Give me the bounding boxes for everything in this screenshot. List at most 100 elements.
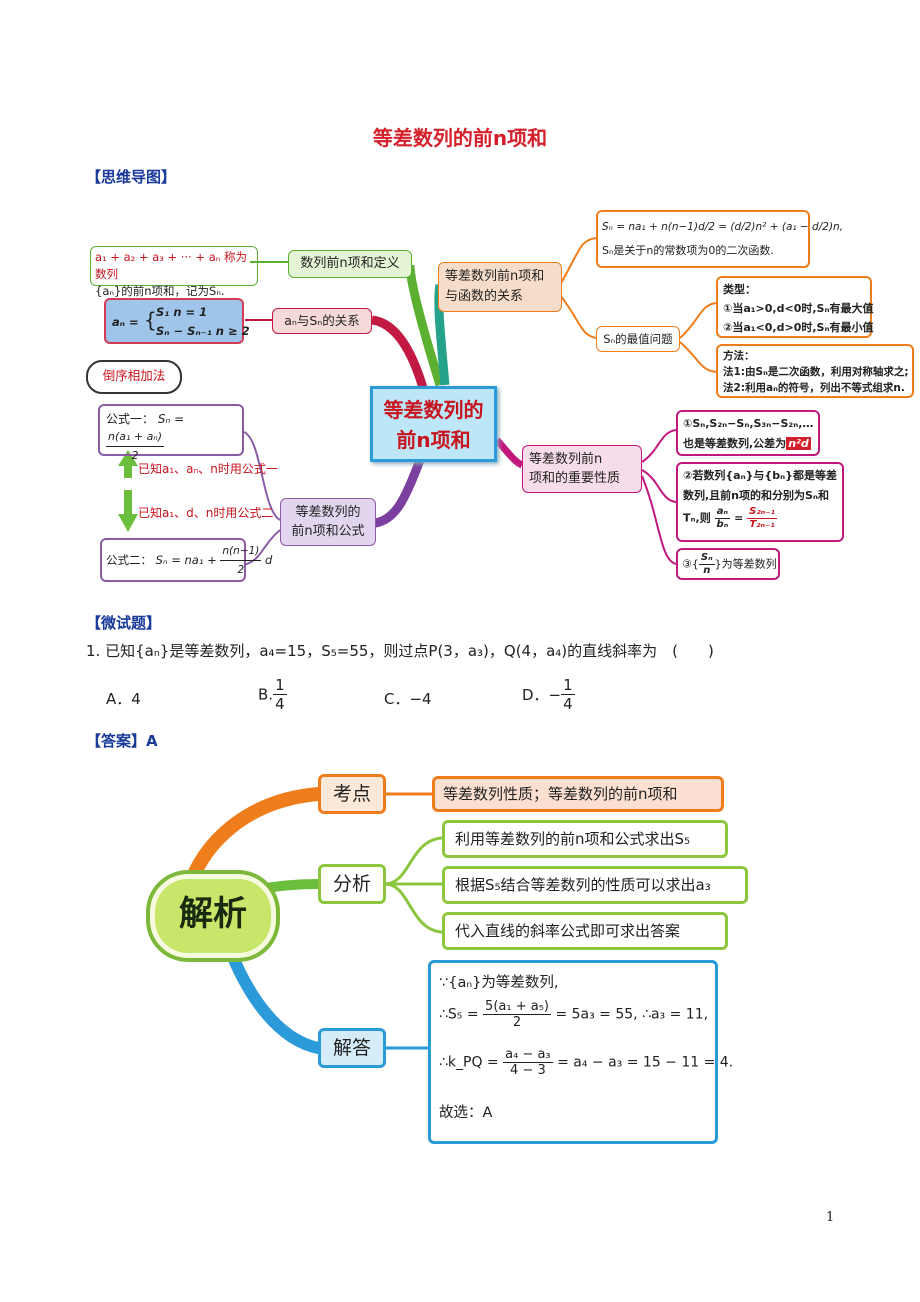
solution-line-4: 故选：A bbox=[439, 1105, 493, 1121]
formula1-fraction: n(a₁ + aₙ) 2 bbox=[106, 428, 165, 465]
props-branch-line1: 等差数列前n bbox=[529, 452, 603, 467]
type-box: 类型： ①当a₁>0,d<0时,Sₙ有最大值 ②当a₁<0,d>0时,Sₙ有最小… bbox=[716, 276, 874, 338]
solution-line-3-den: 4 − 3 bbox=[510, 1063, 546, 1078]
option-d-label: D．− bbox=[522, 686, 562, 704]
extreme-branch-node: Sₙ的最值问题 bbox=[596, 326, 680, 352]
center-line1: 等差数列的 bbox=[383, 398, 484, 422]
func-text1: Sₙ = na₁ + n(n−1)d/2 = (d/2)n² + (a₁ − d… bbox=[602, 221, 844, 233]
method-box: 方法： 法1:由Sₙ是二次函数，利用对称轴求之; 法2:利用aₙ的符号，列出不等… bbox=[716, 344, 914, 398]
prop2-line3: Tₙ,则 bbox=[683, 511, 711, 525]
solution-line-3-pre: ∴k_PQ = bbox=[439, 1054, 499, 1071]
method-title: 方法： bbox=[723, 350, 755, 362]
props-branch-node: 等差数列前n 项和的重要性质 bbox=[522, 445, 642, 493]
func-text2: Sₙ是关于n的常数项为0的二次函数. bbox=[602, 244, 774, 257]
type-title: 类型： bbox=[723, 283, 756, 296]
prop2-lhs-num: aₙ bbox=[714, 506, 731, 519]
formula1-den: 2 bbox=[131, 449, 139, 462]
prop3-pre: ③{ bbox=[682, 557, 699, 571]
solution-line-3-post: = a₄ − a₃ = 15 − 11 = 4. bbox=[557, 1054, 734, 1071]
formula2-tail: d bbox=[265, 553, 273, 567]
formula-branch-node: 等差数列的 前n项和公式 bbox=[280, 498, 376, 546]
relation-formula-top: S₁ n = 1 bbox=[156, 305, 208, 319]
option-d-den: 4 bbox=[563, 695, 573, 713]
section-question-heading: 【微试题】 bbox=[86, 614, 162, 632]
method-item-1: 法1:由Sₙ是二次函数，利用对称轴求之; bbox=[723, 366, 909, 378]
type-item-1: ①当a₁>0,d<0时,Sₙ有最大值 bbox=[723, 302, 874, 315]
func-branch-node: 等差数列前n项和 与函数的关系 bbox=[438, 262, 562, 312]
definition-box: a₁ + a₂ + a₃ + ··· + aₙ 称为数列 {aₙ}的前n项和，记… bbox=[90, 246, 258, 298]
up-arrow-icon bbox=[118, 450, 138, 478]
hint-formula1: 已知a₁、aₙ、n时用公式一 bbox=[138, 462, 278, 476]
page-title: 等差数列的前n项和 bbox=[372, 126, 548, 150]
prop1-highlight: n²d bbox=[786, 437, 811, 450]
kaodian-text: 等差数列性质；等差数列的前n项和 bbox=[432, 776, 724, 812]
connector-relation bbox=[371, 315, 430, 397]
prop2-box: ②若数列{aₙ}与{bₙ}都是等差 数列,且前n项的和分别为Sₙ和 Tₙ,则 a… bbox=[676, 462, 844, 542]
fenxi-item-1: 利用等差数列的前n项和公式求出S₅ bbox=[442, 820, 728, 858]
center-line2: 前n项和 bbox=[396, 428, 471, 452]
solution-line-2-num: 5(a₁ + a₅) bbox=[483, 999, 551, 1015]
func-formula-box: Sₙ = na₁ + n(n−1)d/2 = (d/2)n² + (a₁ − d… bbox=[596, 210, 844, 268]
formula1-label: 公式一： bbox=[106, 412, 155, 426]
section-mindmap-heading: 【思维导图】 bbox=[86, 168, 177, 186]
option-d-num: 1 bbox=[561, 676, 575, 695]
definition-text-2: {aₙ}的前n项和，记为Sₙ. bbox=[95, 284, 225, 298]
fenxi-item-2: 根据S₅结合等差数列的性质可以求出a₃ bbox=[442, 866, 748, 904]
brace-icon: { bbox=[144, 308, 157, 332]
prop2-lhs-fraction: aₙ bₙ bbox=[714, 506, 731, 531]
type-item-2: ②当a₁<0,d>0时,Sₙ有最小值 bbox=[723, 321, 874, 334]
prop2-line2: 数列,且前n项的和分别为Sₙ和 bbox=[683, 489, 829, 502]
relation-formula-box: aₙ = { S₁ n = 1 Sₙ − Sₙ₋₁ n ≥ 2 bbox=[104, 298, 250, 344]
solution-line-2-fraction: 5(a₁ + a₅)2 bbox=[483, 999, 551, 1030]
solution-line-2: ∴S₅ = 5(a₁ + a₅)2 = 5a₃ = 55, ∴a₃ = 11, bbox=[439, 999, 709, 1047]
prop1-line1: ①Sₙ,S₂ₙ−Sₙ,S₃ₙ−S₂ₙ,… bbox=[683, 417, 814, 430]
formula1-lhs: Sₙ = bbox=[157, 412, 185, 426]
func-branch-line2: 与函数的关系 bbox=[445, 289, 524, 304]
def-branch-node: 数列前n项和定义 bbox=[288, 250, 412, 278]
formula2-box: 公式二： Sₙ = na₁ + n(n−1) 2 d bbox=[100, 538, 272, 582]
solution-line-2-post: = 5a₃ = 55, ∴a₃ = 11, bbox=[555, 1006, 709, 1023]
props-branch-line2: 项和的重要性质 bbox=[529, 471, 621, 486]
method-item-2: 法2:利用aₙ的符号，列出不等式组求n. bbox=[723, 382, 905, 394]
connector-formula bbox=[373, 458, 425, 528]
formula2-num: n(n−1) bbox=[220, 542, 262, 561]
prop2-rhs-fraction: S₂ₙ₋₁ T₂ₙ₋₁ bbox=[747, 506, 777, 531]
formula2-label: 公式二： bbox=[106, 553, 152, 567]
mindmap-center-node: 等差数列的 前n项和 bbox=[370, 386, 497, 462]
formula-branch-line1: 等差数列的 bbox=[295, 505, 361, 520]
hint-formula2: 已知a₁、d、n时用公式二 bbox=[138, 506, 274, 520]
solution-line-3-num: a₄ − a₃ bbox=[503, 1047, 553, 1063]
func-branch-line1: 等差数列前n项和 bbox=[445, 269, 545, 284]
solution-line-2-den: 2 bbox=[512, 1015, 522, 1030]
formula2-fraction: n(n−1) 2 bbox=[220, 542, 262, 579]
fenxi-item-3: 代入直线的斜率公式即可求出答案 bbox=[442, 912, 728, 950]
solution-box: ∵{aₙ}为等差数列, ∴S₅ = 5(a₁ + a₅)2 = 5a₃ = 55… bbox=[428, 960, 733, 1144]
prop1-line2: 也是等差数列,公差为 bbox=[683, 437, 787, 450]
option-a: A．4 bbox=[106, 690, 141, 708]
solution-line-1: ∵{aₙ}为等差数列, bbox=[439, 975, 559, 991]
relation-formula-bottom: Sₙ − Sₙ₋₁ n ≥ 2 bbox=[156, 324, 250, 338]
jieda-node: 解答 bbox=[318, 1028, 386, 1068]
option-b-num: 1 bbox=[273, 676, 287, 695]
option-b-label: B. bbox=[258, 685, 274, 704]
option-c: C．−4 bbox=[384, 690, 432, 708]
formula2-lhs: Sₙ = na₁ + bbox=[155, 553, 217, 567]
question-text: 已知{aₙ}是等差数列，a₄=15，S₅=55，则过点P(3，a₃)，Q(4，a… bbox=[105, 642, 714, 660]
definition-text-1: a₁ + a₂ + a₃ + ··· + aₙ 称为数列 bbox=[95, 250, 248, 281]
page-number: 1 bbox=[826, 1210, 835, 1225]
formula2-den: 2 bbox=[237, 564, 245, 576]
section-answer-heading: 【答案】A bbox=[86, 732, 158, 750]
solution-line-2-pre: ∴S₅ = bbox=[439, 1006, 479, 1023]
cloud-callout: 倒序相加法 bbox=[86, 360, 182, 394]
prop3-den: n bbox=[703, 565, 711, 576]
prop2-lhs-den: bₙ bbox=[716, 519, 729, 530]
formula1-box: 公式一： Sₙ = n(a₁ + aₙ) 2 bbox=[98, 404, 244, 462]
